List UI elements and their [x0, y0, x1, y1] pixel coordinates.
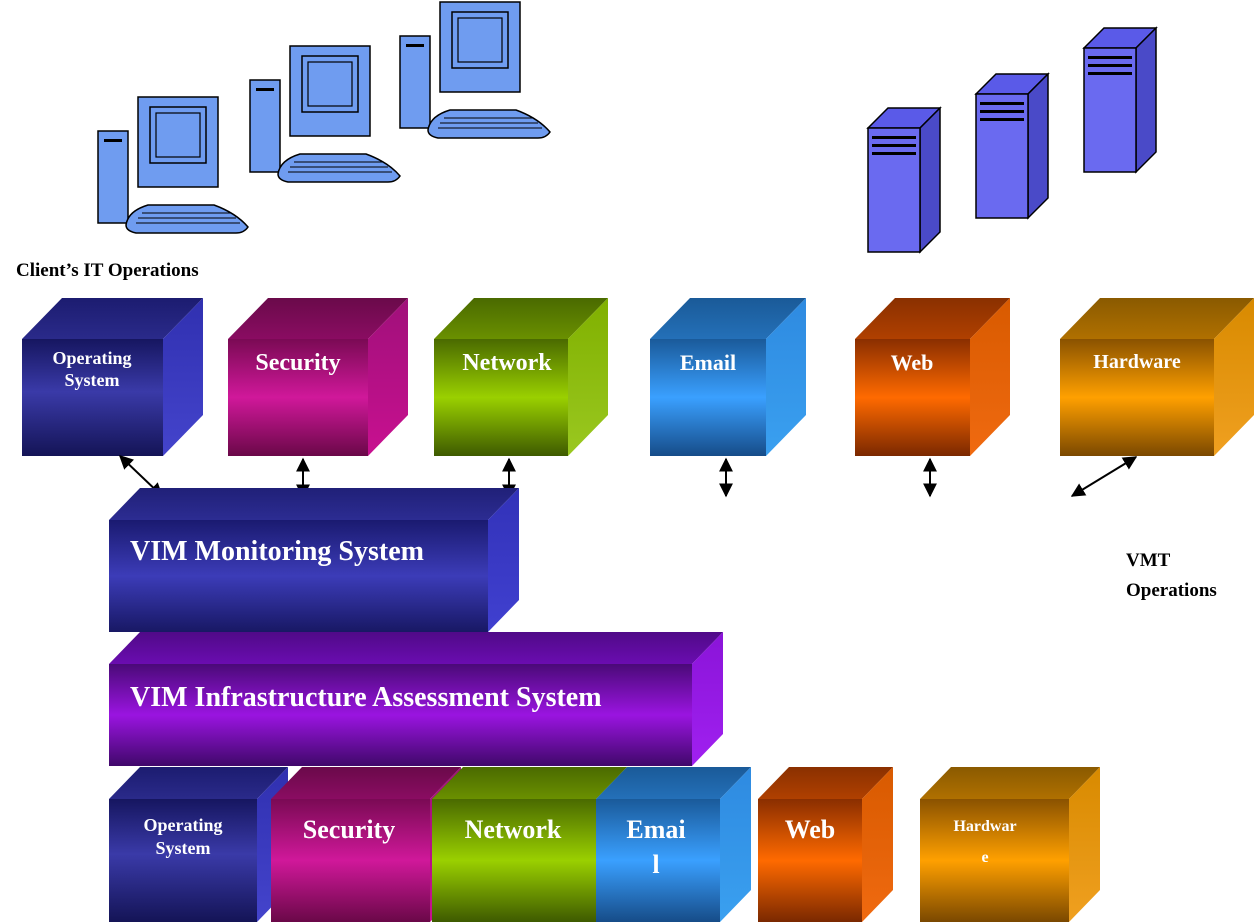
top-block-network: Network: [434, 298, 608, 456]
block-label: Hardware: [1093, 351, 1181, 373]
block-label: Web: [785, 815, 836, 844]
block-label: Security: [303, 815, 395, 844]
desktop-computer-icon: [249, 45, 401, 183]
block-label: System: [156, 838, 211, 858]
desktop-computer-icon: [399, 1, 551, 139]
vmt-operations-label-line2: Operations: [1126, 580, 1217, 601]
top-block-operating-system: Operating System: [22, 298, 203, 456]
block-label: System: [65, 370, 120, 390]
server-tower-icon: [867, 107, 941, 253]
top-block-hardware: Hardware: [1060, 298, 1254, 456]
top-block-web: Web: [855, 298, 1010, 456]
monitoring-system-label: VIM Monitoring System: [130, 536, 424, 567]
desktop-computer-icon: [97, 96, 249, 234]
block-label: Network: [465, 815, 562, 844]
block-label: Hardwar: [953, 818, 1016, 835]
assessment-system-label: VIM Infrastructure Assessment System: [130, 682, 602, 713]
block-label: Email: [680, 350, 736, 375]
bottom-block-email: Emai l: [596, 767, 751, 922]
block-label: Emai: [626, 815, 685, 844]
block-label: e: [981, 849, 988, 866]
block-label: l: [652, 850, 659, 879]
servers: [867, 27, 1157, 253]
top-block-email: Email: [650, 298, 806, 456]
bottom-block-network: Network: [432, 767, 627, 922]
bottom-block-hardware: Hardwar e: [920, 767, 1100, 922]
client-computers: [97, 1, 551, 234]
top-block-security: Security: [228, 298, 408, 456]
server-tower-icon: [1083, 27, 1157, 173]
server-tower-icon: [975, 73, 1049, 219]
block-label: Security: [255, 350, 340, 376]
bottom-block-operating-system: Operating System: [109, 767, 288, 922]
vim-monitoring-system-layer: VIM Monitoring System: [109, 488, 519, 632]
block-label: Operating: [53, 348, 132, 368]
bottom-block-web: Web: [758, 767, 893, 922]
block-label: Web: [891, 350, 934, 375]
block-label: Operating: [144, 815, 223, 835]
double-arrow-icon: [1070, 456, 1138, 497]
block-label: Network: [462, 350, 552, 376]
vim-infrastructure-assessment-layer: VIM Infrastructure Assessment System: [109, 632, 723, 766]
client-operations-label: Client’s IT Operations: [16, 260, 199, 281]
vmt-operations-label-line1: VMT: [1126, 550, 1171, 571]
bottom-block-security: Security: [271, 767, 461, 922]
